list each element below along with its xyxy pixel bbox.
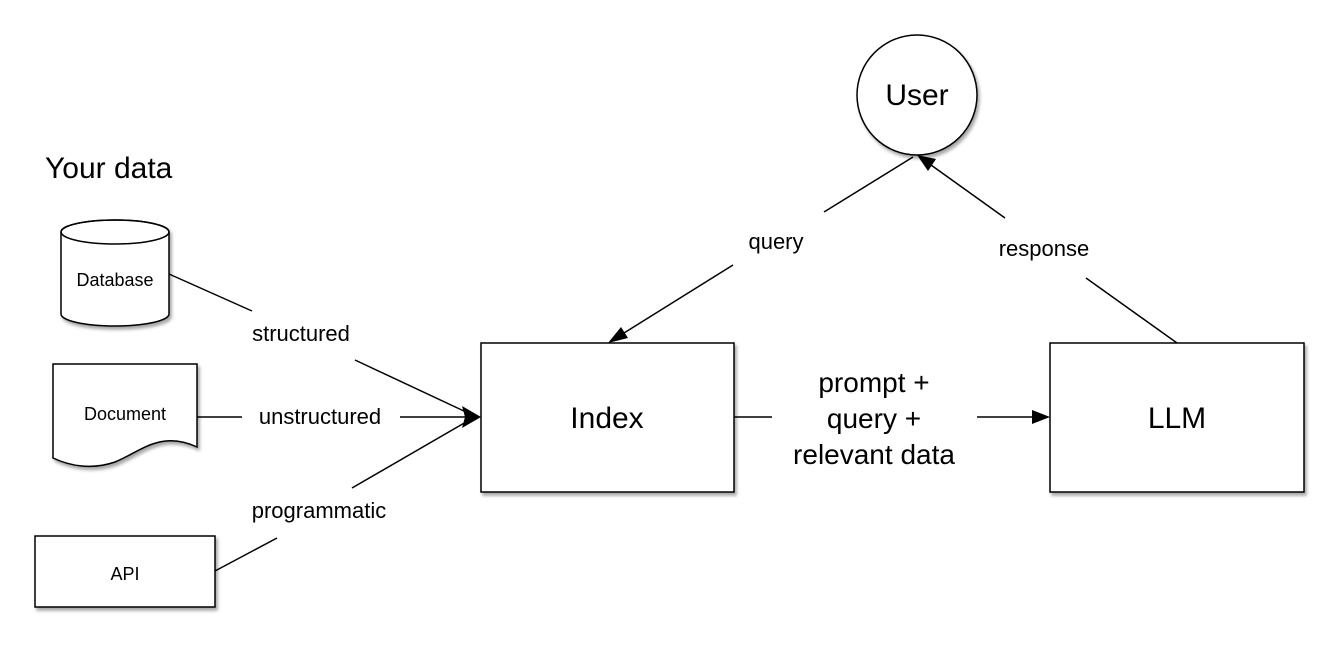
document-label: Document [84, 404, 166, 424]
edge-unstructured-label: unstructured [259, 404, 381, 429]
edge-response-line-b [930, 164, 1006, 219]
index-node[interactable]: Index [480, 342, 735, 493]
database-node[interactable]: Database [60, 219, 170, 327]
user-label: User [885, 79, 948, 112]
edge-prompt-label-line1: prompt + [818, 367, 929, 398]
llm-node[interactable]: LLM [1049, 342, 1305, 493]
edge-structured: structured [168, 273, 467, 413]
edge-response-line-a [1085, 277, 1178, 344]
api-box [34, 535, 216, 608]
edge-query-label: query [748, 229, 803, 254]
edge-programmatic: programmatic [214, 421, 467, 572]
api-label: API [110, 564, 139, 584]
arrowhead-into-user [917, 155, 936, 171]
edge-programmatic-line-b [351, 421, 467, 489]
edge-structured-label: structured [252, 321, 350, 346]
edge-programmatic-line-a [214, 537, 278, 572]
database-cylinder-top [60, 219, 170, 245]
edge-response: response [917, 155, 1178, 344]
database-label: Database [76, 270, 153, 290]
user-node[interactable]: User [856, 34, 978, 156]
arrowhead-into-index-query [608, 327, 628, 343]
llm-label: LLM [1148, 402, 1206, 435]
arrowhead-into-index [462, 406, 481, 428]
edge-unstructured: unstructured [197, 404, 466, 429]
edge-query-line-b [623, 264, 734, 334]
edge-prompt-label-line3: relevant data [793, 439, 955, 470]
arrowhead-into-llm [1032, 410, 1050, 424]
edge-structured-line-a [168, 273, 253, 312]
llm-box [1049, 342, 1305, 493]
section-title-your-data: Your data [45, 152, 173, 185]
edge-programmatic-label: programmatic [252, 498, 386, 523]
document-shape [52, 363, 198, 468]
edge-query-line-a [823, 156, 914, 213]
api-node[interactable]: API [34, 535, 216, 608]
edge-prompt: prompt + query + relevant data [734, 367, 1050, 470]
edge-structured-line-b [354, 359, 467, 413]
edge-query: query [608, 156, 914, 343]
edge-prompt-label-line2: query + [827, 403, 921, 434]
edge-response-label: response [999, 236, 1090, 261]
index-label: Index [570, 402, 643, 435]
index-box [480, 342, 735, 493]
document-node[interactable]: Document [52, 363, 198, 468]
